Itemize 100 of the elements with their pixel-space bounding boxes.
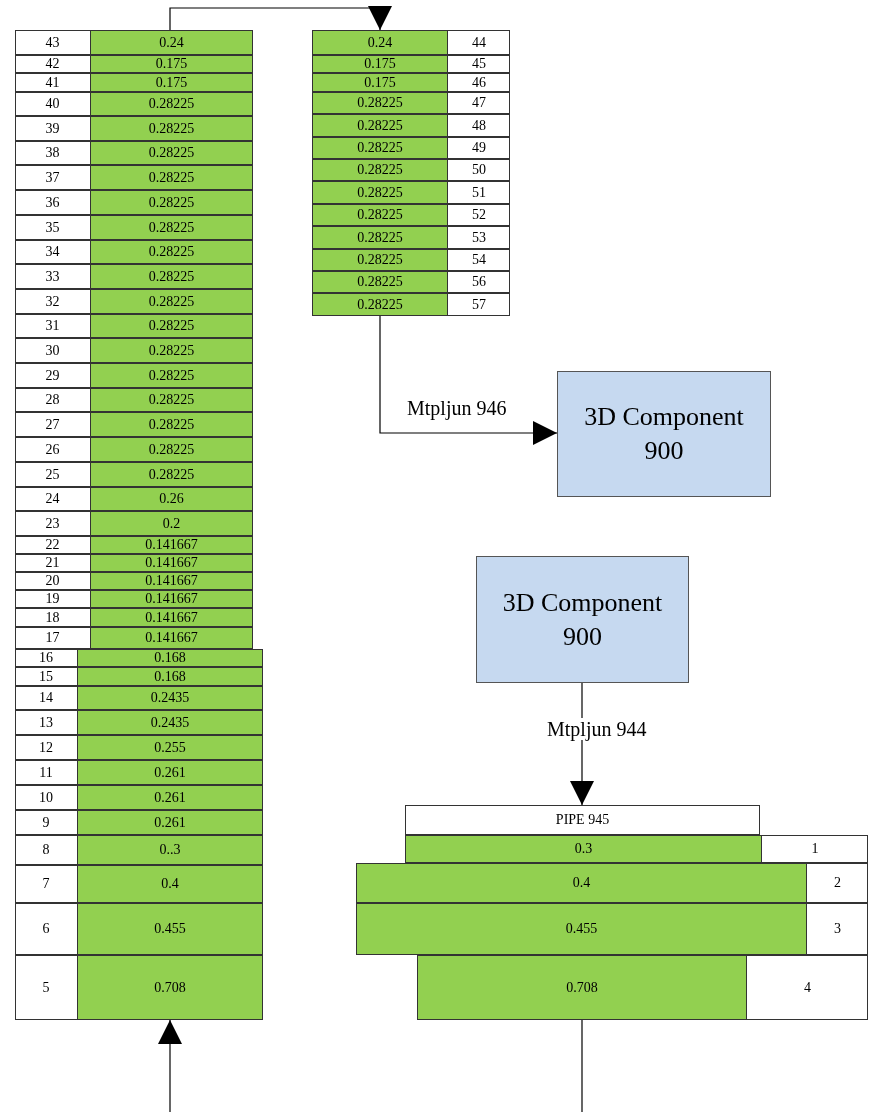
pipe-header: PIPE 945	[405, 805, 760, 835]
volume-row	[15, 536, 253, 554]
volume-value: 0.2	[90, 511, 253, 536]
volume-value: 0.28225	[90, 437, 253, 462]
volume-value: 0.28225	[312, 114, 448, 137]
volume-row	[15, 92, 253, 116]
volume-number: 8	[41, 841, 51, 859]
volume-number: 57	[471, 295, 487, 314]
volume-row	[312, 137, 510, 159]
volume-value: 0.28225	[90, 240, 253, 264]
volume-number: 25	[44, 465, 61, 484]
volume-value: 0.28225	[90, 190, 253, 215]
volume-number: 44	[471, 33, 487, 52]
volume-value: 0.28225	[90, 289, 253, 314]
arrow	[379, 315, 558, 445]
volume-value: 0.175	[90, 73, 253, 92]
volume-number: 10	[38, 788, 54, 807]
volume-row	[15, 240, 253, 264]
volume-value: 0.28225	[312, 293, 448, 316]
volume-row	[312, 114, 510, 137]
volume-value: 0.28225	[90, 412, 253, 437]
volume-number: 14	[38, 689, 54, 707]
volume-row	[15, 710, 263, 735]
volume-value: 0.255	[77, 735, 263, 760]
volume-value: 0.28225	[90, 363, 253, 388]
volume-number: 35	[44, 218, 61, 237]
volume-row	[15, 865, 263, 903]
edge-label: Mtpljun 944	[545, 718, 649, 740]
volume-number: 52	[471, 206, 487, 224]
volume-number: 1	[810, 840, 820, 858]
volume-number: 41	[44, 74, 61, 91]
volume-number: 53	[471, 228, 487, 247]
volume-row	[15, 487, 253, 511]
volume-number: 19	[44, 591, 61, 607]
volume-number: 21	[44, 555, 61, 571]
volume-row	[312, 55, 510, 73]
volume-row	[15, 190, 253, 215]
volume-value: 0.708	[417, 955, 747, 1020]
volume-value: 0.261	[77, 785, 263, 810]
volume-value: 0.28225	[90, 141, 253, 165]
volume-value: 0.28225	[312, 181, 448, 204]
volume-number: 13	[38, 713, 54, 732]
volume-row	[15, 116, 253, 141]
volume-number: 49	[471, 139, 487, 157]
volume-row	[15, 437, 253, 462]
volume-number: 38	[44, 144, 61, 162]
volume-number: 42	[44, 56, 61, 72]
volume-number: 23	[44, 514, 61, 533]
volume-row	[312, 226, 510, 249]
volume-number: 26	[44, 440, 61, 459]
volume-value: 0.455	[356, 903, 807, 955]
volume-row	[15, 289, 253, 314]
volume-row	[15, 511, 253, 536]
volume-number: 33	[44, 267, 61, 286]
volume-row	[15, 363, 253, 388]
volume-row	[312, 204, 510, 226]
volume-row	[312, 249, 510, 271]
volume-number: 46	[471, 74, 487, 91]
volume-number: 45	[471, 56, 487, 72]
volume-number: 6	[41, 920, 51, 938]
volume-value: 0.28225	[90, 462, 253, 487]
volume-value: 0.28225	[90, 314, 253, 338]
volume-value: 0.28225	[90, 215, 253, 240]
volume-row	[312, 92, 510, 114]
volume-number: 27	[44, 415, 61, 434]
volume-value: 0.168	[77, 649, 263, 667]
volume-number: 3	[833, 920, 842, 938]
volume-value: 0.708	[77, 955, 263, 1020]
volume-number: 56	[471, 273, 487, 291]
volume-row	[15, 165, 253, 190]
volume-number: 12	[38, 738, 54, 757]
volume-row	[15, 141, 253, 165]
volume-value: 0.28225	[312, 226, 448, 249]
volume-row	[312, 271, 510, 293]
volume-number: 37	[44, 168, 61, 187]
volume-value: 0.4	[77, 865, 263, 903]
volume-value: 0.141667	[90, 572, 253, 590]
volume-value: 0.141667	[90, 608, 253, 627]
volume-value: 0.28225	[90, 264, 253, 289]
volume-row	[312, 159, 510, 181]
volume-value: 0.2435	[77, 710, 263, 735]
volume-row	[15, 955, 263, 1020]
volume-number: 47	[471, 94, 487, 112]
volume-row	[15, 735, 263, 760]
volume-number: 4	[803, 978, 812, 997]
volume-row	[417, 955, 868, 1020]
volume-value: 0.455	[77, 903, 263, 955]
volume-number: 43	[44, 33, 61, 52]
volume-value: 0.141667	[90, 590, 253, 608]
volume-row	[15, 810, 263, 835]
volume-row	[312, 30, 510, 55]
volume-number: 5	[41, 978, 51, 997]
volume-row	[15, 314, 253, 338]
volume-row	[15, 73, 253, 92]
volume-number: 29	[44, 366, 61, 385]
volume-value: 0.141667	[90, 536, 253, 554]
volume-row	[15, 667, 263, 686]
volume-number: 40	[44, 95, 61, 113]
volume-value: 0.28225	[90, 92, 253, 116]
volume-value: 0.28225	[312, 249, 448, 271]
